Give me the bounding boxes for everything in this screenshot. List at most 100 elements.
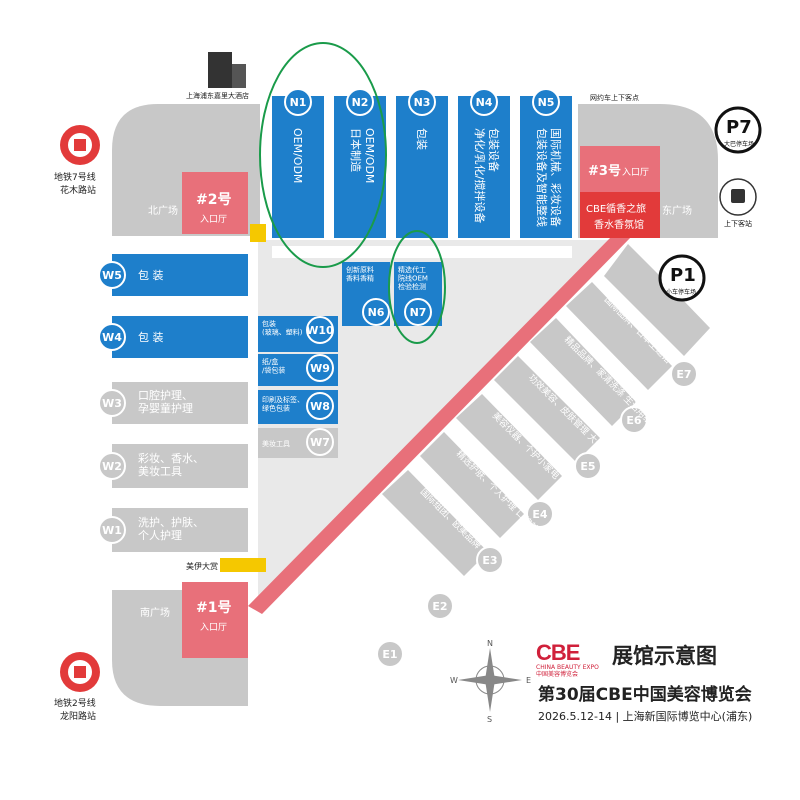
compass-w: W	[450, 676, 458, 685]
hall-id-n2: N2	[352, 96, 369, 109]
hotel-label: 上海浦东嘉里大酒店	[186, 91, 249, 100]
hall-label-w5: 包 装	[138, 269, 164, 282]
metro-7-badge[interactable]	[60, 125, 100, 165]
hall-id-badge-n4	[470, 88, 498, 116]
brand-sub2: 中国美容博览会	[536, 671, 579, 678]
hall-w2[interactable]	[112, 444, 248, 488]
hall-id-w3: W3	[102, 397, 122, 410]
east-halls	[382, 244, 710, 576]
hall-label-w7: 美妆工具	[262, 439, 290, 448]
hall-id-badge-w10	[306, 316, 334, 344]
hall-label-n6: 创新原料香料香精	[346, 265, 374, 282]
entrance-1-box[interactable]	[182, 582, 248, 658]
expo-title: 第30届CBE中国美容博览会	[538, 685, 752, 705]
hall-id-badge-w3	[98, 389, 126, 417]
entrance-3-sub: 入口厅	[622, 167, 649, 178]
parking-p7-id: P7	[726, 117, 752, 138]
hall-n1[interactable]	[272, 96, 324, 238]
hall-id-badge-e5	[574, 452, 602, 480]
hall-id-w9: W9	[310, 362, 330, 375]
entrance-3-box[interactable]	[580, 146, 660, 192]
cbe-hall-line1: CBE循香之旅	[586, 202, 646, 215]
hall-e4[interactable]	[494, 356, 600, 462]
hall-id-w2: W2	[102, 460, 122, 473]
metro-2-badge[interactable]	[60, 652, 100, 692]
hall-id-badge-e3	[476, 546, 504, 574]
hall-id-badge-w1	[98, 516, 126, 544]
hotel-icon	[208, 52, 246, 88]
hall-id-badge-n2	[346, 88, 374, 116]
west-halls	[112, 254, 248, 552]
hall-n3[interactable]	[396, 96, 448, 238]
compass-s: S	[487, 715, 492, 724]
hall-label-n2: 日本制造	[349, 128, 363, 172]
parking-p7-icon[interactable]	[714, 106, 762, 154]
hall-id-w4: W4	[102, 331, 122, 344]
hall-w5[interactable]	[112, 254, 248, 296]
hall-id-badge-w5	[98, 261, 126, 289]
cbe-logo: CBE CHINA BEAUTY EXPO 中国美容博览会	[536, 640, 604, 678]
hall-label-w3: 口腔护理、孕婴童护理	[138, 388, 193, 415]
highlight-n7	[388, 230, 446, 344]
entrance-2-name: #2号	[196, 192, 231, 208]
hall-id-w8: W8	[310, 400, 330, 413]
hall-label-w1: 洗护、护肤、个人护理	[138, 515, 204, 542]
hall-id-badge-w9	[306, 354, 334, 382]
cbe-hall-line2: 香水香氛馆	[594, 218, 644, 231]
hall-label-n1: OEM/ODM	[291, 128, 304, 183]
hall-e5[interactable]	[530, 318, 636, 426]
hall-e1[interactable]	[382, 470, 488, 576]
hall-label-n5: 包装设备及智能整线	[535, 128, 549, 227]
hall-n4[interactable]	[458, 96, 510, 238]
hall-label-n2: OEM/ODM	[363, 128, 376, 183]
metro-7-station: 花木路站	[60, 184, 96, 196]
hall-id-n3: N3	[414, 96, 431, 109]
hall-id-badge-w8	[306, 392, 334, 420]
parking-p1-icon[interactable]	[658, 254, 706, 302]
hall-w4[interactable]	[112, 316, 248, 358]
hall-id-n1: N1	[290, 96, 307, 109]
metro-7-line: 地铁7号线	[54, 171, 96, 183]
plaza-north-label: 北广场	[148, 204, 178, 217]
metro-2-line: 地铁2号线	[54, 697, 96, 709]
hall-e7[interactable]	[604, 244, 710, 356]
plaza-south-label: 南广场	[140, 606, 170, 619]
hall-id-badge-n1	[284, 88, 312, 116]
highlight-n1-n2	[259, 42, 387, 268]
hall-label-w9: 纸/盒/袋包装	[262, 357, 285, 374]
hall-e3[interactable]	[456, 394, 562, 500]
yellow-marker-north	[250, 224, 266, 242]
bus-stop-label: 上下客站	[724, 219, 752, 228]
hall-id-w7: W7	[310, 436, 330, 449]
compass-e: E	[526, 676, 531, 685]
brand-sub: CHINA BEAUTY EXPO	[536, 664, 599, 671]
hall-id-w10: W10	[306, 324, 334, 337]
expo-date: 2026.5.12-14 | 上海新国际博览中心(浦东)	[538, 710, 753, 723]
hall-id-badge-w7	[306, 428, 334, 456]
hall-id-badge-e2	[426, 592, 454, 620]
hall-e2[interactable]	[420, 432, 524, 538]
hall-id-e3: E3	[482, 554, 497, 567]
hall-id-e4: E4	[532, 508, 548, 521]
hall-id-badge-w4	[98, 323, 126, 351]
hall-id-badge-e1	[376, 640, 404, 668]
hall-id-e5: E5	[580, 460, 595, 473]
hall-e6[interactable]	[566, 282, 672, 390]
hall-id-n6: N6	[368, 306, 385, 319]
hall-label-n5: 国际机械、彩妆设备	[549, 128, 563, 227]
hall-label-w8: 印刷及标签、绿色包装	[262, 395, 304, 412]
hall-id-badge-n6	[362, 298, 390, 326]
compass-icon	[458, 648, 522, 712]
hall-w1[interactable]	[112, 508, 248, 552]
entrance-2-sub: 入口厅	[200, 214, 227, 225]
hall-w3[interactable]	[112, 382, 248, 424]
hall-id-e7: E7	[676, 368, 691, 381]
hall-id-badge-n7	[404, 298, 432, 326]
meiyi-award-marker	[220, 558, 266, 572]
entrance-2-box[interactable]	[182, 172, 248, 234]
cbe-fragrance-hall[interactable]	[580, 192, 660, 238]
parking-p1-id: P1	[670, 265, 696, 286]
hall-id-e2: E2	[432, 600, 447, 613]
hall-n5[interactable]	[520, 96, 572, 238]
